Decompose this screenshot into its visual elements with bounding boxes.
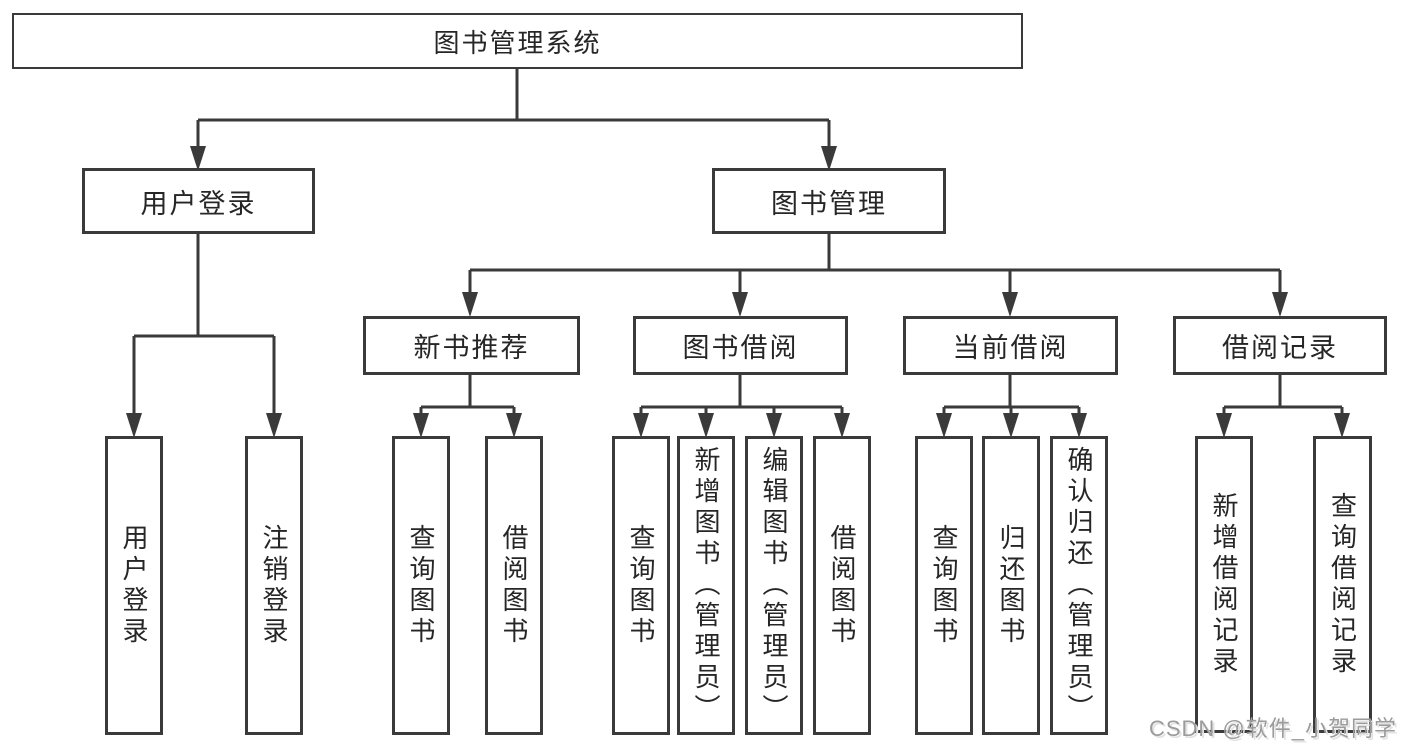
- connector-root: [196, 69, 831, 150]
- leaf-edit-books-admin-label: 编辑图书（管理员）: [759, 446, 789, 725]
- leaf-borrow-books-recommend: 借阅图书: [485, 436, 543, 735]
- node-borrow-records: 借阅记录: [1173, 316, 1387, 375]
- connector-user-login: [132, 234, 276, 417]
- node-book-borrow: 图书借阅: [633, 316, 848, 375]
- leaf-query-books-current-label: 查询图书: [929, 523, 959, 648]
- leaf-add-books-admin: 新增图书（管理员）: [677, 436, 735, 735]
- connector-current-borrow: [942, 375, 1081, 417]
- leaf-edit-books-admin: 编辑图书（管理员）: [745, 436, 803, 735]
- leaf-return-books: 归还图书: [982, 436, 1040, 735]
- arrow-down-icon: [190, 146, 206, 171]
- leaf-query-books-borrow-label: 查询图书: [626, 523, 656, 648]
- connector-lines: [132, 69, 1344, 417]
- leaf-query-borrow-record-label: 查询借阅记录: [1327, 491, 1358, 678]
- leaf-add-borrow-record-label: 新增借阅记录: [1209, 491, 1239, 678]
- arrow-down-icon: [732, 292, 748, 317]
- arrow-down-icon: [1216, 413, 1232, 438]
- arrow-down-icon: [1071, 413, 1087, 438]
- leaf-query-books-recommend-label: 查询图书: [406, 523, 436, 648]
- node-new-book-recommend: 新书推荐: [363, 316, 580, 375]
- node-user-login-label: 用户登录: [140, 188, 257, 219]
- connector-new-book-recommend: [419, 375, 516, 417]
- leaf-confirm-return-admin: 确认归还（管理员）: [1050, 436, 1108, 735]
- connector-borrow-records: [1222, 375, 1344, 417]
- leaf-return-books-label: 归还图书: [996, 523, 1026, 648]
- arrow-down-icon: [936, 413, 952, 438]
- node-user-login: 用户登录: [82, 168, 315, 234]
- leaf-borrow-books: 借阅图书: [813, 436, 871, 735]
- connector-book-management: [468, 234, 1282, 296]
- leaf-user-login-label: 用户登录: [119, 523, 149, 648]
- leaf-query-books-current: 查询图书: [915, 436, 973, 735]
- leaf-logout-label: 注销登录: [259, 523, 289, 648]
- leaf-query-books-recommend: 查询图书: [392, 436, 450, 735]
- leaf-borrow-books-recommend-label: 借阅图书: [499, 523, 529, 648]
- leaf-add-borrow-record: 新增借阅记录: [1195, 436, 1253, 733]
- arrow-down-icon: [821, 146, 837, 171]
- node-current-borrow: 当前借阅: [903, 316, 1118, 375]
- arrow-down-icon: [698, 413, 714, 438]
- leaf-query-books-borrow: 查询图书: [612, 436, 670, 735]
- node-current-borrow-label: 当前借阅: [952, 333, 1069, 363]
- leaf-borrow-books-label: 借阅图书: [827, 523, 857, 648]
- leaf-add-books-admin-label: 新增图书（管理员）: [691, 446, 721, 725]
- arrow-down-icon: [1002, 292, 1018, 317]
- node-book-management: 图书管理: [712, 168, 946, 234]
- arrow-down-icon: [834, 413, 850, 438]
- csdn-watermark: CSDN @软件_小贺同学: [1148, 716, 1397, 741]
- connector-book-borrow: [639, 375, 844, 417]
- arrow-down-icon: [1272, 292, 1288, 317]
- arrow-down-icon: [462, 292, 478, 317]
- arrow-down-icon: [266, 413, 282, 438]
- arrow-down-icon: [1334, 413, 1350, 438]
- arrow-down-icon: [126, 413, 142, 438]
- arrow-down-icon: [506, 413, 522, 438]
- leaf-logout: 注销登录: [245, 436, 303, 735]
- arrow-down-icon: [633, 413, 649, 438]
- arrow-down-icon: [1003, 413, 1019, 438]
- node-new-book-recommend-label: 新书推荐: [413, 333, 530, 363]
- node-borrow-records-label: 借阅记录: [1222, 333, 1338, 363]
- arrow-down-icon: [413, 413, 429, 438]
- node-root: 图书管理系统: [12, 13, 1023, 69]
- leaf-user-login: 用户登录: [105, 436, 163, 735]
- leaf-query-borrow-record: 查询借阅记录: [1313, 436, 1372, 733]
- leaf-confirm-return-admin-label: 确认归还（管理员）: [1064, 446, 1094, 725]
- arrowheads: [126, 146, 1350, 438]
- node-book-management-label: 图书管理: [771, 188, 887, 219]
- arrow-down-icon: [766, 413, 782, 438]
- node-book-borrow-label: 图书借阅: [682, 333, 799, 363]
- node-root-label: 图书管理系统: [433, 27, 602, 58]
